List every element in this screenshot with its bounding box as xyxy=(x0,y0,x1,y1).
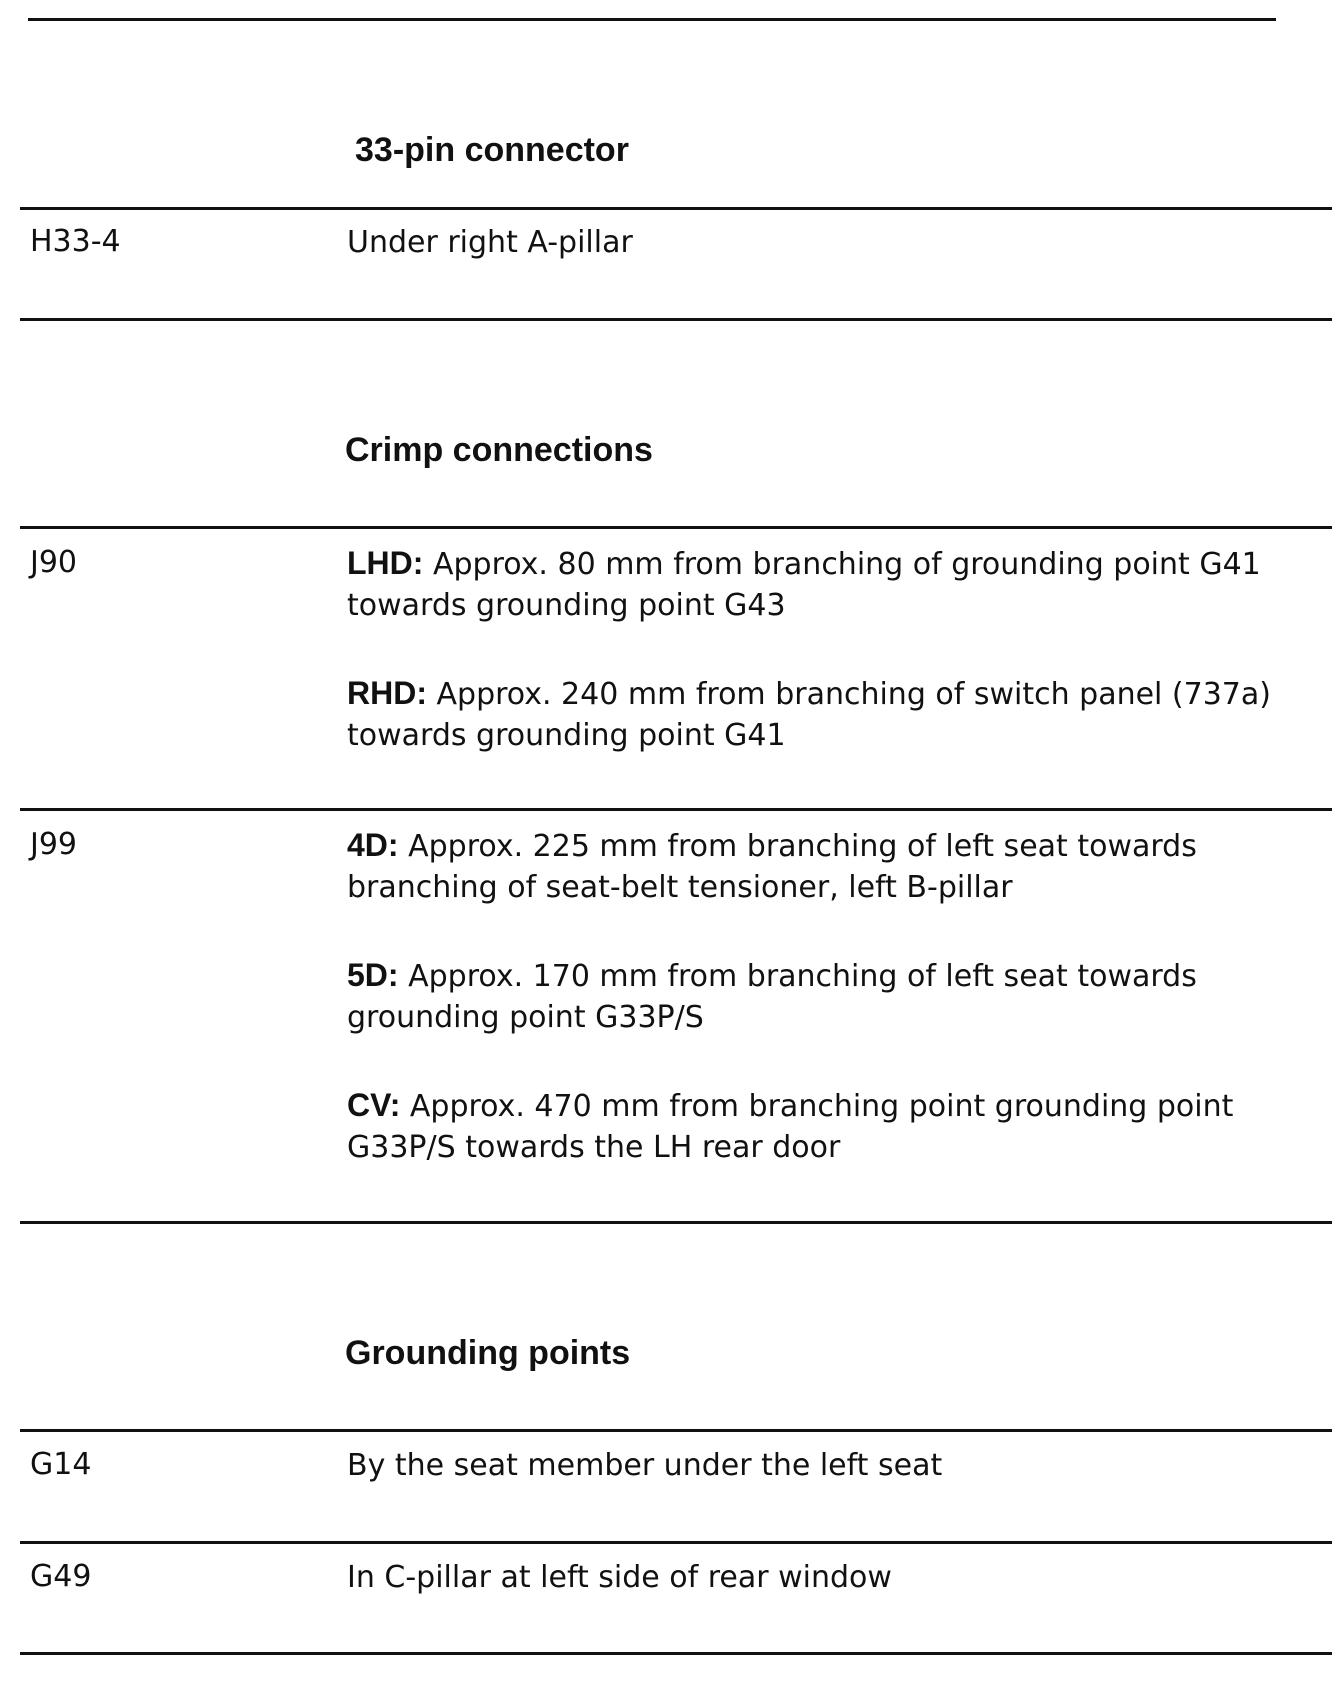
section-heading-grounding-points: Grounding points xyxy=(345,1334,631,1372)
divider xyxy=(20,808,1332,811)
location-entry: 5D: Approx. 170 mm from branching of lef… xyxy=(347,957,1197,1035)
divider xyxy=(20,1541,1332,1544)
component-location: In C-pillar at left side of rear window xyxy=(347,1560,892,1595)
component-location: 4D: Approx. 225 mm from branching of lef… xyxy=(347,825,1327,1168)
variant-label: CV: xyxy=(347,1087,401,1123)
component-code: J99 xyxy=(30,827,78,862)
location-entry: RHD: Approx. 240 mm from branching of sw… xyxy=(347,675,1271,753)
bottom-divider xyxy=(20,1652,1332,1655)
component-code: G14 xyxy=(30,1447,92,1482)
variant-label: LHD: xyxy=(347,545,424,581)
divider xyxy=(20,207,1332,210)
component-code: H33-4 xyxy=(30,224,121,259)
component-location: LHD: Approx. 80 mm from branching of gro… xyxy=(347,543,1327,756)
divider xyxy=(20,1221,1332,1224)
component-code: G49 xyxy=(30,1559,92,1594)
component-location: By the seat member under the left seat xyxy=(347,1448,943,1483)
variant-label: 4D: xyxy=(347,827,399,863)
section-heading-crimp-connections: Crimp connections xyxy=(345,431,653,469)
divider xyxy=(20,318,1332,321)
divider xyxy=(20,526,1332,529)
component-location: Under right A-pillar xyxy=(347,225,633,260)
section-heading-33-pin-connector: 33-pin connector xyxy=(355,131,629,169)
variant-label: RHD: xyxy=(347,675,427,711)
location-entry: CV: Approx. 470 mm from branching point … xyxy=(347,1087,1234,1165)
location-entry: LHD: Approx. 80 mm from branching of gro… xyxy=(347,545,1261,623)
top-divider xyxy=(28,18,1276,21)
component-code: J90 xyxy=(30,545,78,580)
divider xyxy=(20,1429,1332,1432)
location-entry: 4D: Approx. 225 mm from branching of lef… xyxy=(347,827,1197,905)
variant-label: 5D: xyxy=(347,957,399,993)
